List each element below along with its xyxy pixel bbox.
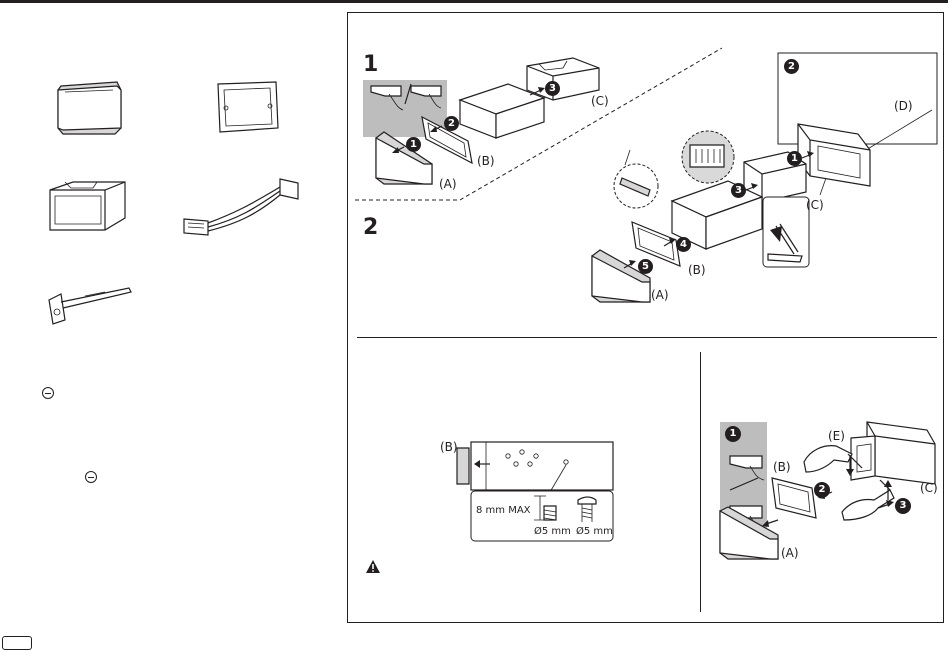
top-rule [0, 0, 948, 3]
faceplate-part-illustration [57, 81, 122, 135]
step1-unit-box [458, 83, 546, 139]
label-d: (D) [894, 99, 913, 113]
bullet-3-step2: 3 [731, 183, 746, 198]
label-c: (C) [591, 94, 609, 108]
terminal-minus-icon [42, 387, 54, 399]
trim-side-piece [456, 447, 470, 485]
step1-faceplate [375, 131, 433, 185]
label-c-step2: (C) [806, 198, 824, 212]
removal-faceplate [719, 506, 779, 560]
column-divider [700, 352, 701, 612]
step2-clip-detail [613, 163, 659, 209]
step-number-2: 2 [363, 215, 379, 240]
step2-connector-detail [681, 130, 735, 184]
label-c-removal: (C) [920, 481, 938, 495]
label-a-removal: (A) [781, 546, 799, 560]
bullet-5: 5 [638, 259, 653, 274]
terminal-minus-icon [85, 471, 97, 483]
label-b-screw: (B) [440, 440, 458, 454]
label-b-step2: (B) [688, 263, 706, 277]
bullet-2: 2 [444, 116, 459, 131]
label-a-step2: (A) [651, 288, 669, 302]
bullet-3: 3 [545, 81, 560, 96]
label-a: (A) [439, 177, 457, 191]
step-number-1: 1 [363, 52, 379, 77]
arrow-trim [474, 460, 490, 468]
step2-faceplate [591, 249, 651, 303]
remove-faceplate-buttons [363, 80, 447, 137]
label-b-removal: (B) [773, 460, 791, 474]
bullet-4: 4 [676, 237, 691, 252]
trim-plate-part-illustration [217, 81, 279, 133]
bullet-1-removal: 1 [725, 426, 741, 442]
removal-trim-plate [771, 477, 817, 519]
bullet-1-step2: 1 [787, 151, 802, 166]
section-divider [357, 337, 937, 338]
removal-unit-frame [850, 421, 936, 485]
screw-diameter-right: Ø5 mm [576, 526, 613, 537]
unit-side-panel [470, 441, 614, 493]
bullet-1: 1 [406, 137, 421, 152]
screw-spec-box [470, 490, 614, 542]
page-number-box [2, 636, 32, 650]
installation-panel [347, 12, 944, 623]
label-e: (E) [828, 429, 845, 443]
bullet-3-removal: 3 [895, 498, 911, 514]
warning-icon [366, 560, 380, 573]
screw-max-depth: 8 mm MAX [476, 505, 531, 516]
step2-trim-plate [631, 221, 681, 267]
screw-diameter-left: Ø5 mm [534, 526, 571, 537]
label-b: (B) [477, 154, 495, 168]
wiring-harness-part-illustration [183, 178, 299, 236]
bullet-2-detail: 2 [784, 59, 799, 74]
extraction-key-part-illustration [48, 287, 132, 325]
mounting-sleeve-part-illustration [49, 181, 126, 231]
step2-tab-bend-detail [762, 196, 810, 268]
